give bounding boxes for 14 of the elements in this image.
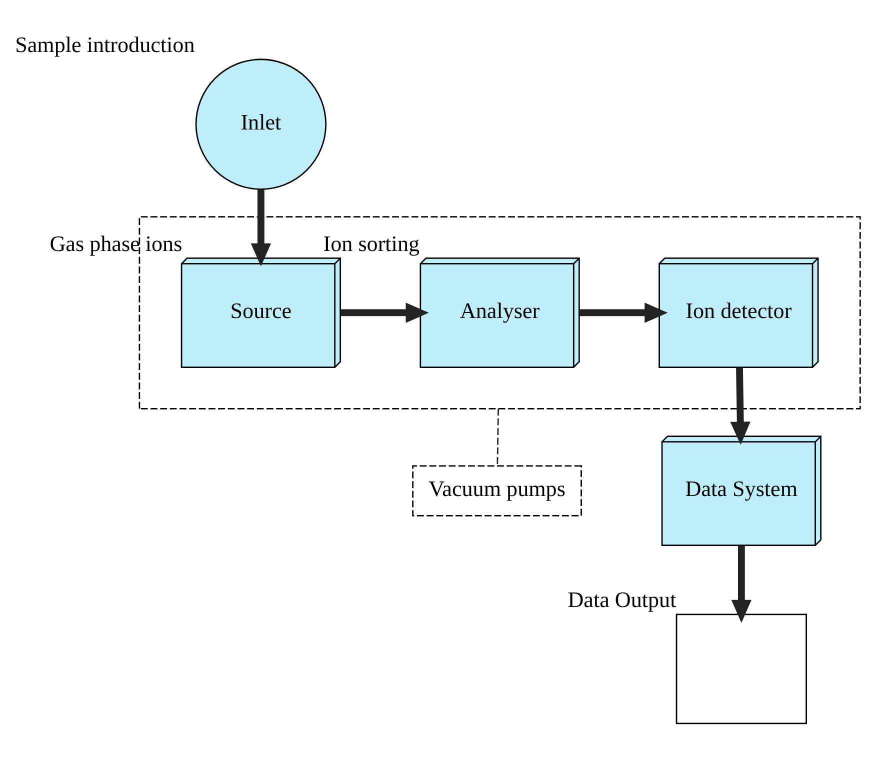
node-label: Gas phase ions — [50, 231, 182, 256]
node-box — [676, 614, 807, 724]
arrow — [340, 302, 429, 323]
arrow — [730, 368, 750, 445]
cluster — [138, 216, 861, 410]
arrow — [250, 190, 272, 266]
node-label: Ion sorting — [323, 231, 420, 256]
node-box: Vacuum pumps — [412, 465, 582, 516]
arrow — [580, 302, 668, 323]
arrow — [731, 546, 752, 623]
connector — [496, 408, 499, 466]
node-label: Data Output — [568, 587, 676, 612]
node-circle: Inlet — [195, 58, 327, 190]
node-label: Sample introduction — [15, 32, 195, 58]
